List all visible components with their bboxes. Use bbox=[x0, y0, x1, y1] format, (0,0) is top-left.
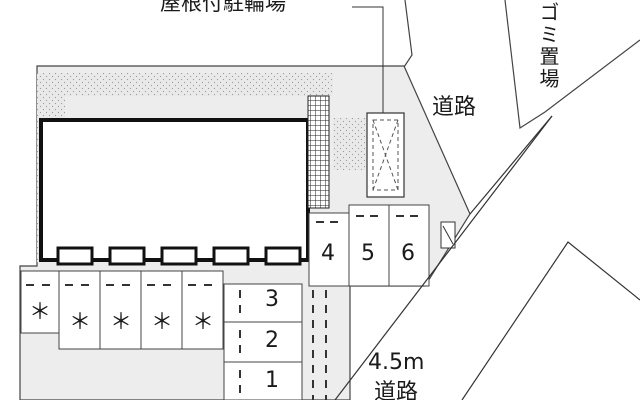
stairs bbox=[307, 95, 330, 209]
parking-space-6: 6 bbox=[401, 241, 415, 266]
bicycle-parking-cross bbox=[372, 119, 399, 191]
leader-line bbox=[352, 6, 384, 113]
covered-bicycle-parking-label: 屋根付駐輪場 bbox=[160, 0, 286, 15]
bike-slot-marker: ＊ bbox=[110, 310, 133, 335]
parking-space-4: 4 bbox=[321, 241, 335, 266]
road-east-label: 道路 bbox=[432, 95, 477, 120]
bike-slot-marker: ＊ bbox=[69, 310, 92, 335]
gravel-area bbox=[37, 73, 333, 262]
parking-upper-spaces bbox=[308, 204, 430, 287]
parking-lower-spaces bbox=[223, 283, 303, 400]
parking-space-1: 1 bbox=[265, 368, 279, 393]
road-width-label: 4.5m bbox=[368, 350, 425, 375]
bike-slot-marker: ＊ bbox=[192, 310, 215, 335]
bike-slot-marker: ＊ bbox=[29, 300, 52, 325]
parking-space-2: 2 bbox=[265, 328, 279, 353]
road-south-edge bbox=[334, 115, 553, 400]
road-east-edge bbox=[469, 115, 553, 215]
bike-slot-marker: ＊ bbox=[151, 310, 174, 335]
road-south-label: 道路 bbox=[374, 380, 419, 400]
balcony-row bbox=[56, 246, 302, 266]
parking-space-3: 3 bbox=[265, 287, 279, 312]
building bbox=[39, 118, 310, 262]
road-south-far-edge bbox=[461, 241, 640, 400]
gravel-area-east bbox=[333, 118, 371, 170]
neighbour-boundary bbox=[334, 0, 413, 71]
garbage-area-label: ゴミ置場 bbox=[536, 2, 560, 90]
garbage-area-outline bbox=[504, 0, 640, 130]
parking-space-5: 5 bbox=[361, 241, 375, 266]
